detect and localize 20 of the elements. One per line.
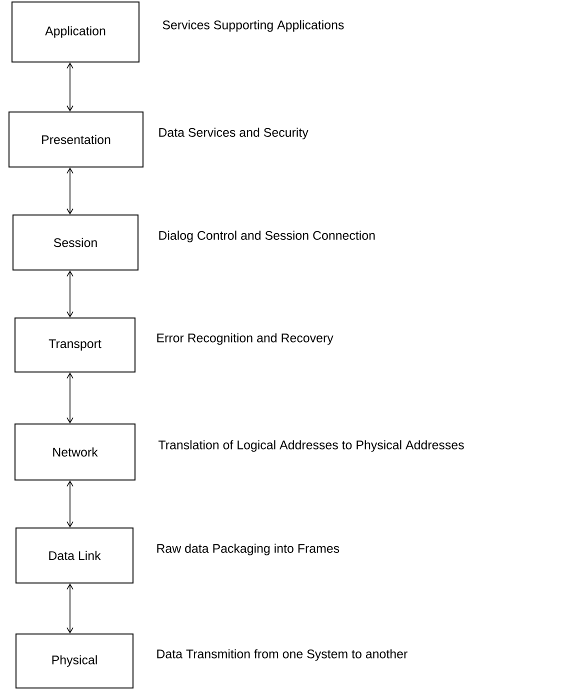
double-arrow [66, 480, 74, 528]
description-text: Error Recognition and Recovery [157, 333, 334, 345]
double-arrow [66, 168, 74, 214]
description-text: Translation of Logical Addresses to Physical Addresses [158, 440, 464, 452]
layer-box: Presentation [8, 112, 144, 168]
description-text: Services Supporting Applications [162, 20, 344, 32]
layer-box: Physical [16, 634, 134, 688]
layer-box: Network [14, 424, 136, 480]
layer-box: Application [12, 2, 140, 62]
description-text: Data Services and Security [159, 128, 308, 140]
layer-box: Session [12, 214, 138, 270]
double-arrow [66, 584, 74, 634]
double-arrow [66, 372, 74, 424]
double-arrow [66, 270, 74, 318]
description-text: Data Transmition from one System to another [157, 649, 408, 661]
layer-box: Data Link [16, 528, 134, 584]
description-text: Dialog Control and Session Connection [159, 230, 375, 242]
layer-box: Transport [14, 318, 136, 372]
double-arrow [66, 62, 74, 112]
description-text: Raw data Packaging into Frames [157, 544, 340, 556]
